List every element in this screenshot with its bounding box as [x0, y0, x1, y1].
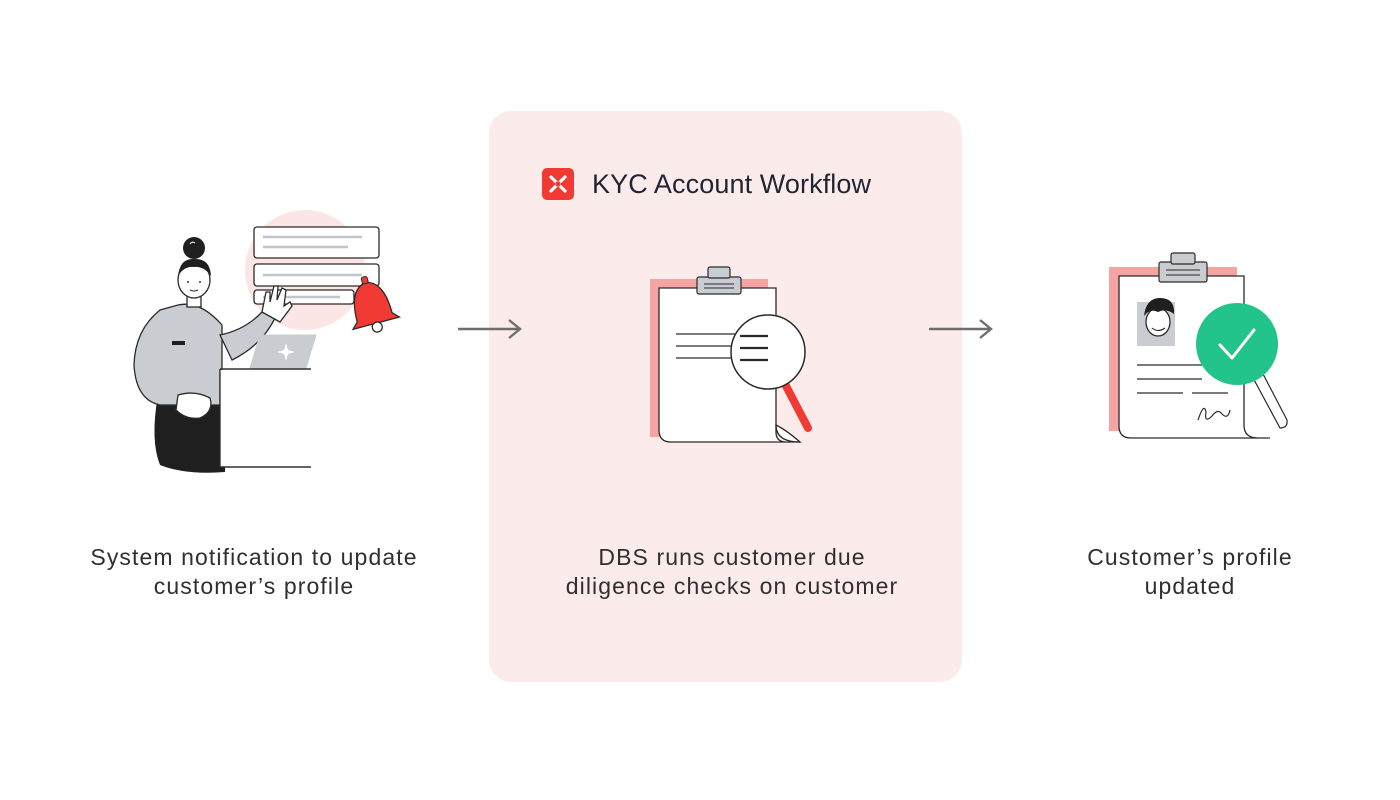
- step-2-caption-line-1: DBS runs customer due: [598, 544, 866, 570]
- step-1-caption: System notification to update customer’s…: [54, 543, 454, 601]
- woman-laptop-notification-bell-icon: [133, 210, 402, 473]
- step-3-caption: Customer’s profile updated: [1040, 543, 1340, 601]
- step-2-caption: DBS runs customer due diligence checks o…: [525, 543, 939, 601]
- step-2-caption-line-2: diligence checks on customer: [565, 573, 899, 599]
- step-3-caption-line-1: Customer’s profile: [1087, 544, 1293, 570]
- workflow-header: KYC Account Workflow: [540, 164, 871, 204]
- arrow-right-icon: [929, 319, 993, 339]
- step-1-caption-line-1: System notification to update: [90, 544, 418, 570]
- step-3-caption-line-2: updated: [1144, 573, 1236, 599]
- arrow-right-icon: [458, 319, 522, 339]
- step-1-caption-line-2: customer’s profile: [153, 573, 355, 599]
- clipboard-magnifier-icon: [650, 266, 812, 443]
- profile-clipboard-check-icon: [1109, 252, 1288, 439]
- dbs-star-logo-icon: [542, 168, 574, 200]
- workflow-title: KYC Account Workflow: [592, 168, 872, 199]
